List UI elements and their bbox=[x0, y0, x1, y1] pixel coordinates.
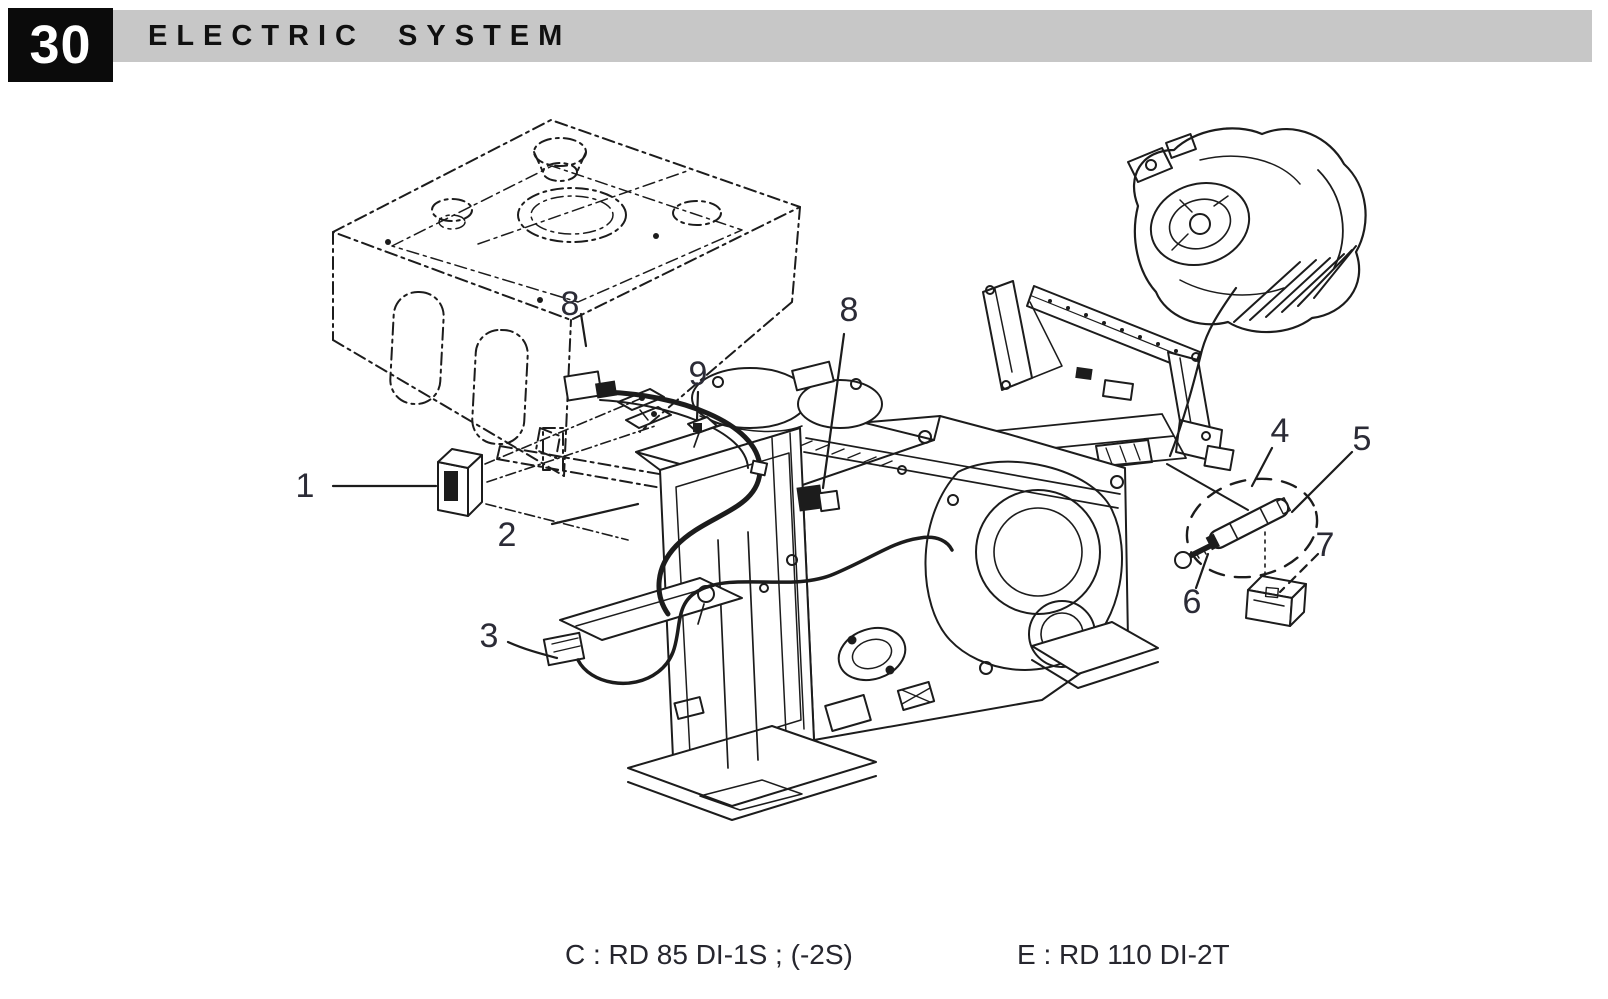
page-title: ELECTRIC SYSTEM bbox=[148, 19, 572, 52]
leader-2 bbox=[550, 502, 640, 526]
callout-5-label: 5 bbox=[1353, 420, 1372, 458]
fuse-bolt bbox=[1174, 542, 1215, 569]
callout-3-label: 3 bbox=[480, 617, 499, 655]
switch-part-1 bbox=[437, 388, 672, 541]
tank-seam-dots bbox=[385, 233, 659, 303]
callout-9-label: 9 bbox=[689, 355, 708, 393]
callout-6-label: 6 bbox=[1183, 583, 1202, 621]
leader-9 bbox=[695, 390, 700, 422]
relay-part-8 bbox=[796, 484, 841, 513]
fuse-body bbox=[1205, 497, 1292, 551]
fuse-detail-ellipse bbox=[1185, 477, 1319, 579]
leader-8b bbox=[821, 332, 846, 490]
leader-5 bbox=[1290, 450, 1354, 514]
leader-4 bbox=[1250, 446, 1274, 488]
plate-rivet-dots bbox=[1048, 299, 1178, 353]
section-number: 30 bbox=[29, 15, 92, 75]
generator-drawing bbox=[1127, 127, 1367, 458]
callout-2-label: 2 bbox=[498, 516, 517, 554]
caption-model-c: C : RD 85 DI-1S ; (-2S) bbox=[565, 939, 853, 970]
leader-7 bbox=[1278, 552, 1320, 594]
header-bar bbox=[95, 10, 1592, 62]
rubber-cap-part-7 bbox=[1245, 575, 1307, 627]
tank-filler-cap bbox=[533, 137, 587, 182]
generator-fins bbox=[1233, 245, 1357, 323]
callout-8b-label: 8 bbox=[840, 291, 859, 329]
engine-deck-ribs bbox=[799, 440, 893, 467]
section-number-box: 30 bbox=[8, 8, 113, 82]
leader-8a bbox=[579, 312, 588, 348]
callout-8a-label: 8 bbox=[561, 285, 580, 323]
clamp-part-9 bbox=[687, 416, 718, 448]
leader-6 bbox=[1194, 552, 1210, 590]
callout-labels: 1 2 3 4 5 6 7 8 8 9 bbox=[296, 285, 1372, 655]
leader-3 bbox=[506, 640, 559, 660]
callout-4-label: 4 bbox=[1271, 412, 1290, 450]
engine-head-domes bbox=[691, 360, 883, 433]
engine-pump-cover bbox=[837, 627, 907, 681]
fuel-tank-drawing bbox=[332, 119, 801, 507]
caption-model-e: E : RD 110 DI-2T bbox=[1017, 939, 1230, 970]
callout-7-label: 7 bbox=[1316, 526, 1335, 564]
leader-lines bbox=[331, 312, 1354, 660]
callout-1-label: 1 bbox=[296, 467, 315, 505]
tank-top-opening bbox=[517, 187, 627, 243]
fuse-assembly bbox=[1166, 463, 1319, 579]
engine-block-drawing bbox=[559, 360, 1159, 821]
generator-lead-wire bbox=[1168, 286, 1238, 458]
